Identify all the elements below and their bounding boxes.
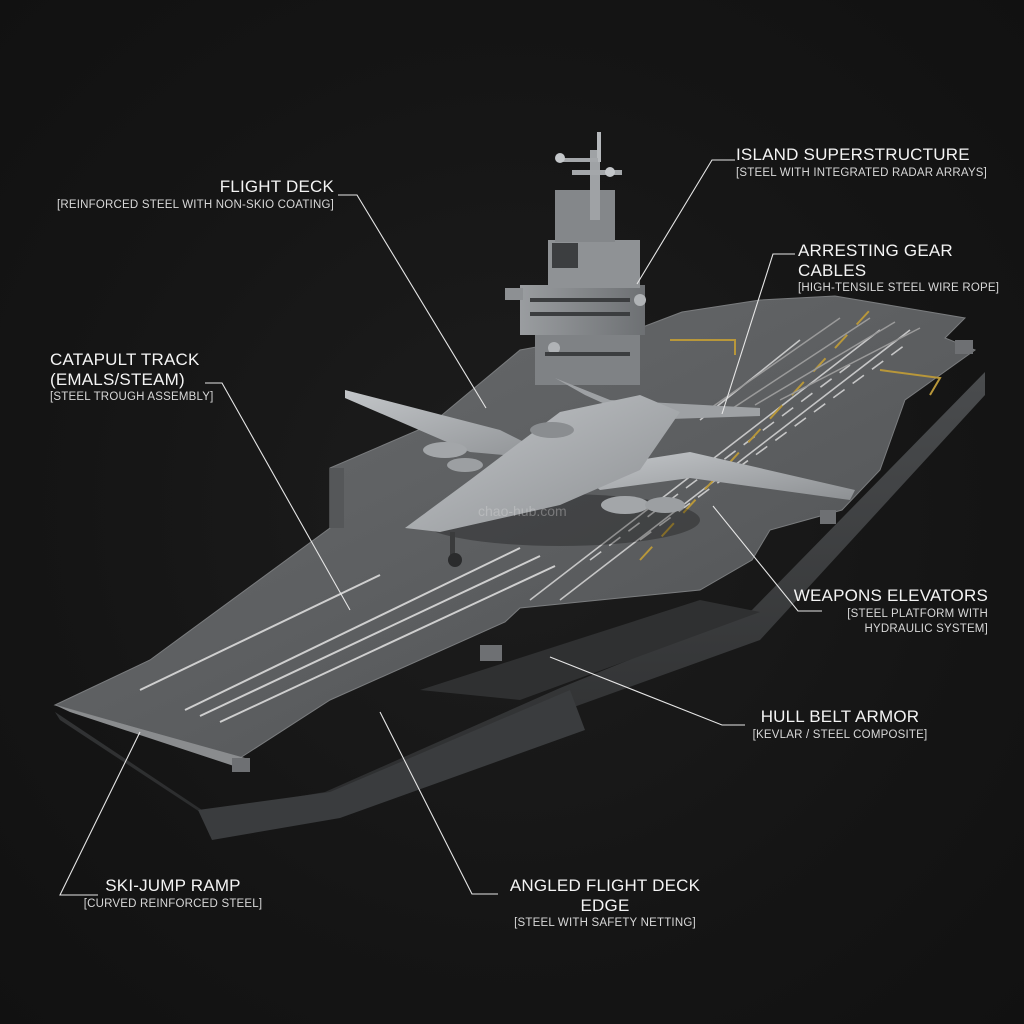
callout-subtitle-line1: [STEEL PLATFORM WITH bbox=[847, 607, 988, 620]
callout-hull-belt-armor: HULL BELT ARMOR [KEVLAR / STEEL COMPOSIT… bbox=[745, 707, 935, 742]
callout-island-superstructure: ISLAND SUPERSTRUCTURE [STEEL WITH INTEGR… bbox=[736, 145, 1016, 180]
callout-weapons-elevators: WEAPONS ELEVATORS [STEEL PLATFORM WITH H… bbox=[768, 586, 988, 636]
leader-weapons bbox=[712, 505, 822, 612]
callout-title: SKI-JUMP RAMP bbox=[105, 876, 241, 895]
yellow-markings bbox=[639, 309, 942, 561]
callout-subtitle-line2: HYDRAULIC SYSTEM] bbox=[864, 622, 988, 635]
leader-ski-jump bbox=[59, 731, 141, 896]
callout-title: WEAPONS ELEVATORS bbox=[793, 586, 988, 605]
callout-title-line2: (EMALS/STEAM) bbox=[50, 369, 185, 389]
callout-catapult-track: CATAPULT TRACK (EMALS/STEAM) [STEEL TROU… bbox=[50, 350, 270, 404]
callout-title: HULL BELT ARMOR bbox=[760, 707, 920, 726]
hull bbox=[55, 372, 985, 840]
callout-subtitle: [KEVLAR / STEEL COMPOSITE] bbox=[752, 728, 928, 741]
callout-subtitle: [STEEL TROUGH ASSEMBLY] bbox=[50, 391, 214, 404]
callout-subtitle: [STEEL WITH INTEGRATED RADAR ARRAYS] bbox=[736, 166, 988, 179]
callout-subtitle: [CURVED REINFORCED STEEL] bbox=[83, 897, 263, 910]
callout-angled-deck-edge: ANGLED FLIGHT DECK EDGE [STEEL WITH SAFE… bbox=[500, 876, 710, 930]
callout-subtitle: [REINFORCED STEEL WITH NON-SKIO COATING] bbox=[57, 198, 334, 211]
callout-ski-jump-ramp: SKI-JUMP RAMP [CURVED REINFORCED STEEL] bbox=[78, 876, 268, 911]
callout-arresting-gear: ARRESTING GEAR CABLES [HIGH-TENSILE STEE… bbox=[798, 241, 1018, 295]
leader-island bbox=[636, 159, 735, 285]
leader-arresting bbox=[721, 253, 795, 415]
leader-flight-deck bbox=[338, 194, 487, 409]
deck-edge-equipment bbox=[232, 340, 973, 772]
callout-subtitle: [STEEL WITH SAFETY NETTING] bbox=[514, 917, 696, 930]
leader-catapult bbox=[205, 382, 351, 611]
catapult-tracks bbox=[139, 547, 556, 723]
callout-title: ISLAND SUPERSTRUCTURE bbox=[736, 145, 970, 164]
callout-title-line1: CATAPULT TRACK bbox=[50, 350, 200, 369]
leader-hull bbox=[549, 656, 745, 726]
callout-flight-deck: FLIGHT DECK [REINFORCED STEEL WITH NON-S… bbox=[0, 177, 334, 212]
callout-title: FLIGHT DECK bbox=[219, 177, 334, 196]
callout-title: ARRESTING GEAR CABLES bbox=[798, 241, 953, 280]
island-superstructure bbox=[505, 132, 646, 385]
ski-jump-ramp bbox=[55, 705, 245, 768]
aircraft bbox=[345, 378, 855, 567]
watermark-text: chao-hub.com bbox=[478, 503, 567, 519]
leader-angled-edge bbox=[379, 711, 498, 895]
callout-title: ANGLED FLIGHT DECK EDGE bbox=[509, 876, 701, 915]
callout-subtitle: [HIGH-TENSILE STEEL WIRE ROPE] bbox=[798, 282, 1000, 295]
